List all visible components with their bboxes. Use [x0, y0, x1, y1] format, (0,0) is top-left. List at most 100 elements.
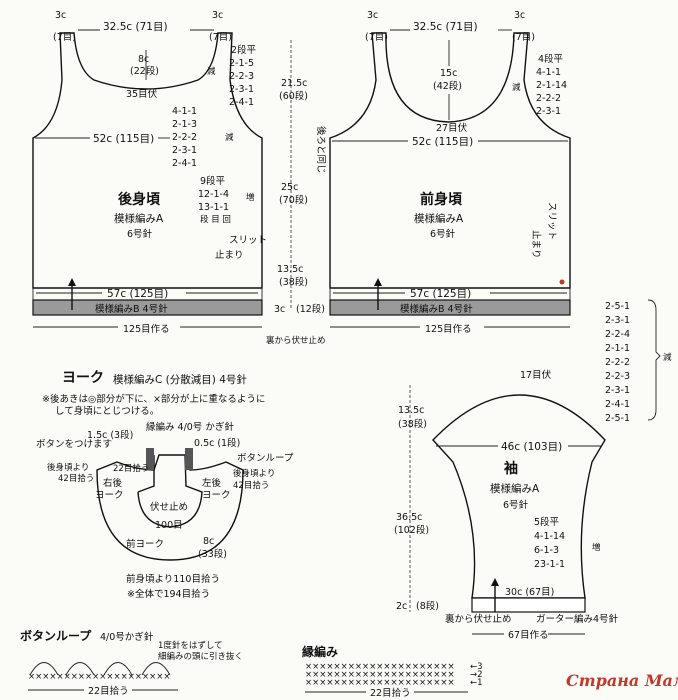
back-arm-dec-1: 2-1-3: [172, 119, 197, 130]
back-pattern: 模様編みA: [114, 212, 164, 225]
back-ribbing: 模様編みB 4号針: [95, 303, 168, 315]
sleeve-cap-dec-1: 2-3-1: [605, 315, 630, 326]
armhole-height: 21.5c: [281, 78, 307, 89]
front-shoulder-right-rows: (7目): [512, 32, 535, 43]
back-side-inc-1: 12-1-4: [198, 189, 229, 200]
yoke-edging-label: 縁編み 4/0号 かぎ針: [146, 421, 234, 433]
watermark: Страна Мам: [566, 671, 678, 690]
back-neck-dec-list: 2段平 2-1-5 2-2-3 2-3-1 2-4-1: [229, 44, 257, 108]
back-shoulder-left: 3c: [55, 10, 66, 21]
front-shoulder-left: 3c: [367, 10, 378, 21]
yoke-title: ヨーク: [62, 370, 104, 386]
sleeve-top-bindoff: 17目伏: [520, 369, 552, 381]
sleeve-cap-dec-2: 2-2-4: [605, 329, 630, 340]
sleeve-pattern: 模様編みA: [490, 482, 540, 495]
yoke-pickup-back-right-2: 42目拾う: [233, 480, 269, 491]
svg-text:×××××××××××××××××××××: ×××××××××××××××××××××: [305, 670, 455, 680]
svg-text:×××××××××××××××××××××: ×××××××××××××××××××××: [305, 678, 455, 688]
front-outline: [329, 32, 571, 289]
side-height: 25c: [281, 182, 298, 193]
yoke-left-back-1: 左後: [202, 477, 222, 489]
back-hem-width: 57c (125目): [107, 288, 168, 300]
sleeve-cuff: 2c: [396, 601, 407, 612]
yoke-depth-rows: (33段): [198, 548, 227, 560]
edging-title: 縁編み: [302, 644, 338, 659]
back-slit-1: スリット: [229, 235, 267, 246]
button-loop-count: 22目拾う: [88, 685, 129, 697]
back-side-inc-label: 増: [246, 192, 255, 203]
back-neck-dec-2: 2-2-3: [229, 71, 254, 82]
yoke-right-top: 0.5c (1段): [194, 437, 240, 449]
front-ribbing-band: [329, 299, 571, 316]
back-neck-width: 32.5c (71目): [103, 21, 168, 33]
yoke-section: ヨーク 模様編みC (分散減目) 4号針 ※後あきは◎部分が下に、×部分が上に重…: [36, 370, 294, 600]
button-loop-note-1: 1度針をはずして: [158, 640, 223, 651]
sleeve-cuff-band: [471, 597, 586, 613]
yoke-pickup-back-right-1: 後身頃より: [233, 468, 275, 479]
sleeve-cap-dec-list: 2-5-1 2-3-1 2-2-4 2-1-1 2-2-2 2-2-3 2-3-…: [605, 301, 630, 424]
sleeve-inc-1: 4-1-14: [534, 531, 565, 542]
sleeve-cap-dec-label: 減: [663, 352, 672, 363]
svg-text:××××××××××××××××××××: ××××××××××××××××××××: [28, 672, 170, 682]
front-ribbing: 模様編みB 4号針: [400, 303, 473, 315]
back-side-inc-2: 13-1-1: [198, 202, 229, 213]
back-cast-on: 125目作る: [123, 323, 170, 335]
slit-marker-icon: [559, 279, 565, 285]
front-needle: 6号針: [430, 228, 456, 240]
sleeve-garter: ガーター編み4号針: [536, 613, 619, 625]
edging-chart: 縁編み ××××××××××××××××××××× ××××××××××××××…: [302, 644, 483, 699]
button-loop-hook: 4/0号かぎ針: [100, 631, 154, 643]
front-neck-dec-label: 減: [512, 82, 521, 93]
back-neck-dec-label: 減: [207, 66, 216, 77]
yoke-st100: 100目: [155, 520, 183, 531]
back-arm-dec-label: 減: [225, 132, 234, 143]
back-needle: 6号針: [127, 228, 153, 240]
sleeve-cap-dec-4: 2-2-2: [605, 357, 630, 368]
front-slit-2: 止まり: [530, 230, 542, 259]
front-same-as-back: 後ろと同じ: [315, 126, 327, 174]
back-arm-dec-list: 4-1-1 2-1-3 2-2-2 2-3-1 2-4-1: [172, 106, 197, 169]
sleeve-section: 2-5-1 2-3-1 2-2-4 2-1-1 2-2-2 2-2-3 2-3-…: [394, 299, 672, 641]
edging-row-3: ←3: [470, 662, 483, 672]
yoke-left-top: 1.5c (3段): [87, 429, 133, 441]
sleeve-width: 46c (103目): [501, 441, 562, 453]
edging-row-2: →2: [470, 670, 483, 680]
sleeve-cap-dec-6: 2-3-1: [605, 385, 630, 396]
back-arm-dec-3: 2-3-1: [172, 145, 197, 156]
yoke-right-back-2: ヨーク: [95, 490, 124, 501]
yoke-note-1: ※後あきは◎部分が下に、×部分が上に重なるように: [42, 393, 265, 405]
front-neck-bindoff: 27目伏: [436, 122, 468, 134]
sleeve-length: 36.5c: [396, 512, 422, 523]
sleeve-length-rows: (102段): [394, 524, 429, 536]
yoke-bindoff: 伏せ止め: [150, 501, 188, 513]
yoke-pickup-back-left-2: 42目拾う: [58, 473, 94, 484]
sleeve-inc-0: 5段平: [534, 516, 560, 528]
back-neck-dec-1: 2-1-5: [229, 58, 254, 69]
sleeve-cast-on: 67目作る: [508, 629, 549, 641]
slit-rows: (38段): [279, 276, 308, 288]
yoke-pickup-back-left-1: 後身頃より: [47, 462, 89, 473]
front-neck-depth: 15c: [440, 68, 457, 79]
back-outline: [32, 32, 263, 289]
rib-height: 3c: [274, 304, 285, 315]
yoke-note-2: して身頃にとじつける。: [55, 405, 159, 417]
back-neck-dec-0: 2段平: [231, 44, 257, 56]
sleeve-title: 袖: [504, 460, 518, 477]
rib-rows: (12段): [296, 303, 325, 315]
back-neck-bindoff: 35目伏: [126, 88, 158, 100]
yoke-button-band-left: [146, 448, 154, 470]
back-neck-dec-4: 2-4-1: [229, 97, 254, 108]
back-chest: 52c (115目): [93, 133, 154, 145]
front-title: 前身頃: [420, 191, 463, 208]
front-pattern: 模様編みA: [414, 212, 464, 225]
front-neck-dec-1: 4-1-1: [536, 67, 561, 78]
yoke-pickup-22: 22目拾う: [113, 463, 149, 474]
slit-height: 13.5c: [277, 264, 303, 275]
sleeve-outline: [432, 394, 606, 599]
front-piece: 3c (7目) 32.5c (71目) 3c (7目) 15c (42段) 27…: [315, 10, 571, 335]
body-bindoff-note: 裏から伏せ止め: [266, 335, 326, 346]
yoke-button-band-right: [185, 448, 193, 470]
front-hem-width: 57c (125目): [410, 288, 471, 300]
sleeve-cap-dec-5: 2-2-3: [605, 371, 630, 382]
